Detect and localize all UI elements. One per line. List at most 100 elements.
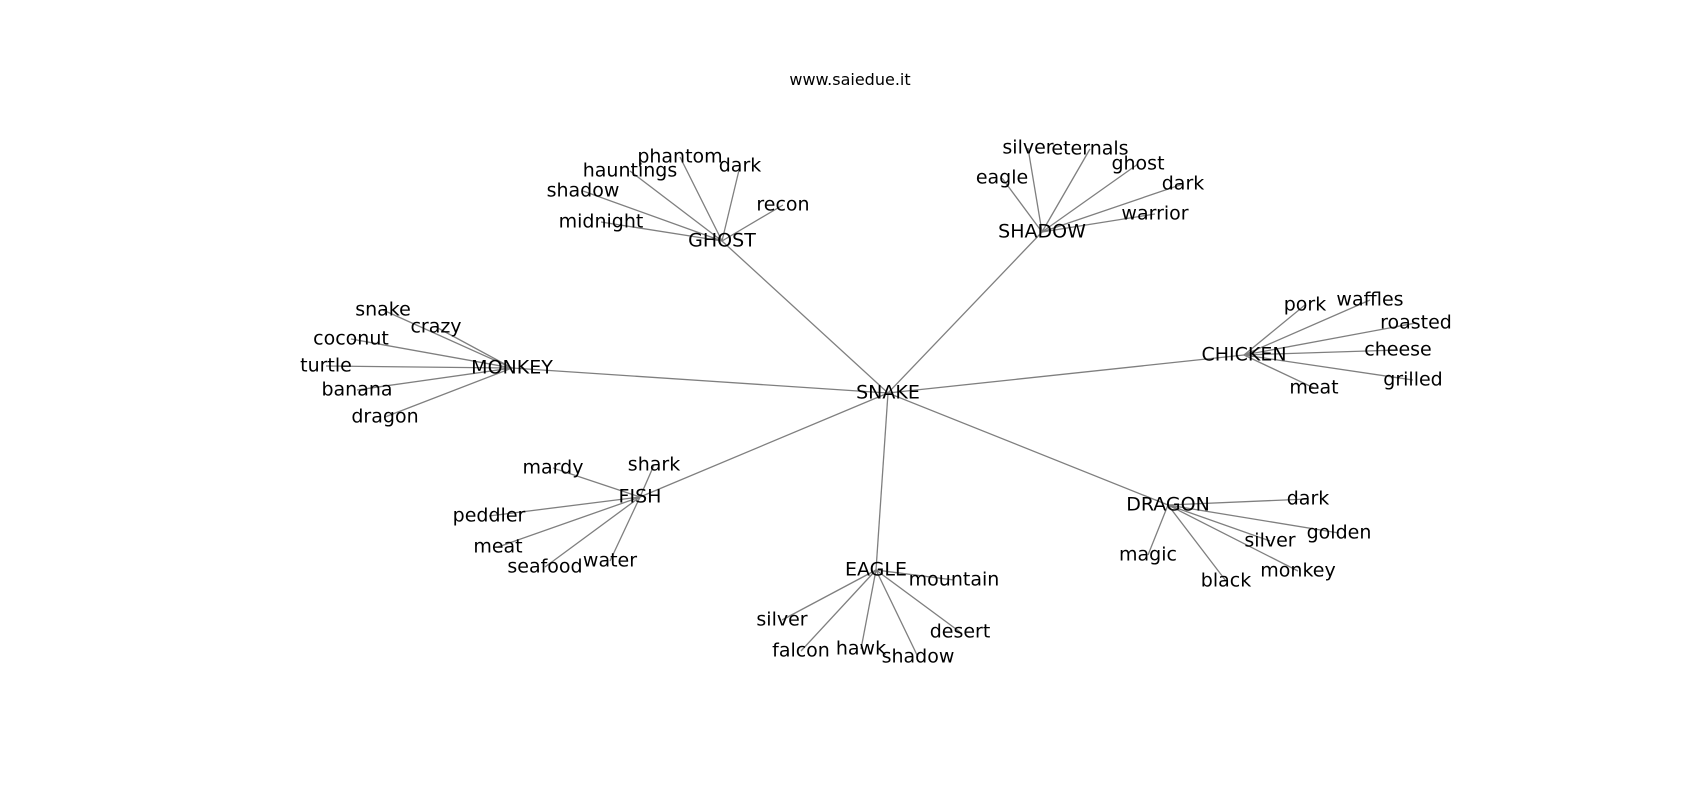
edge-fish-mardy: [552, 467, 641, 498]
leaf-node-shadow-eagle: eagle: [976, 167, 1028, 189]
leaf-node-ghost-phantom: phantom: [637, 146, 722, 168]
leaf-node-shadow-eternals: eternals: [1051, 138, 1128, 160]
edge-shadow-eternals: [1041, 148, 1091, 233]
edge-monkey-turtle: [325, 365, 513, 369]
leaf-node-shadow-dark: dark: [1162, 173, 1205, 195]
hub-node-dragon: DRAGON: [1126, 494, 1210, 516]
leaf-node-dragon-monkey: monkey: [1260, 560, 1335, 582]
edge-ghost-shadow: [582, 190, 723, 242]
leaf-node-chicken-pork: pork: [1284, 294, 1327, 316]
leaf-node-monkey-crazy: crazy: [410, 316, 461, 338]
leaf-node-chicken-cheese: cheese: [1364, 339, 1431, 361]
labels-layer: SNAKEGHOSTphantomdarkhauntingsshadowreco…: [300, 137, 1452, 668]
leaf-node-shadow-silver: silver: [1002, 137, 1053, 159]
edge-shadow-silver: [1027, 147, 1043, 233]
leaf-node-ghost-dark: dark: [719, 155, 762, 177]
leaf-node-fish-peddler: peddler: [453, 505, 526, 527]
leaf-node-chicken-grilled: grilled: [1383, 369, 1442, 391]
leaf-node-chicken-roasted: roasted: [1380, 312, 1452, 334]
leaf-node-fish-water: water: [583, 550, 637, 572]
edge-eagle-falcon: [800, 569, 877, 652]
leaf-node-monkey-banana: banana: [321, 379, 392, 401]
leaf-node-eagle-silver: silver: [756, 609, 807, 631]
edge-eagle-mountain: [875, 569, 955, 581]
edge-fish-peddler: [488, 496, 641, 517]
edge-shadow-eagle: [1001, 177, 1043, 233]
edge-center-chicken: [887, 354, 1245, 394]
edge-chicken-waffles: [1243, 299, 1371, 356]
hub-node-eagle: EAGLE: [845, 559, 907, 581]
edge-center-eagle: [875, 392, 889, 571]
leaf-node-dragon-silver: silver: [1244, 530, 1295, 552]
hub-node-chicken: CHICKEN: [1201, 344, 1286, 366]
leaf-node-monkey-dragon: dragon: [351, 406, 418, 428]
leaf-node-eagle-shadow: shadow: [882, 646, 955, 668]
leaf-node-eagle-desert: desert: [930, 621, 991, 643]
edge-shadow-warrior: [1041, 213, 1156, 233]
edge-fish-water: [609, 496, 641, 562]
edge-chicken-cheese: [1243, 349, 1399, 356]
edge-center-fish: [639, 392, 889, 498]
leaf-node-shadow-warrior: warrior: [1121, 203, 1188, 225]
leaf-node-eagle-falcon: falcon: [772, 640, 830, 662]
edge-shadow-ghost: [1041, 163, 1139, 233]
edge-fish-seafood: [544, 496, 641, 568]
edge-monkey-dragon: [384, 367, 513, 418]
hub-node-monkey: MONKEY: [471, 357, 553, 379]
edge-dragon-magic: [1147, 504, 1169, 556]
edge-eagle-shadow: [875, 569, 919, 658]
edge-monkey-crazy: [435, 326, 513, 369]
edge-chicken-grilled: [1243, 354, 1414, 381]
leaf-node-dragon-dark: dark: [1287, 488, 1330, 510]
leaf-node-ghost-midnight: midnight: [559, 211, 644, 233]
edge-dragon-silver: [1167, 504, 1271, 542]
edge-shadow-dark: [1041, 183, 1184, 233]
site-caption: www.saiedue.it: [789, 70, 911, 89]
hub-node-shadow: SHADOW: [998, 221, 1086, 243]
edge-fish-meat: [497, 496, 641, 548]
edge-chicken-meat: [1243, 354, 1315, 389]
edge-dragon-black: [1167, 504, 1227, 582]
edge-eagle-silver: [781, 569, 877, 621]
edge-dragon-monkey: [1167, 504, 1299, 572]
leaf-node-chicken-waffles: waffles: [1336, 289, 1403, 311]
leaf-node-ghost-recon: recon: [756, 194, 809, 216]
edge-center-shadow: [887, 231, 1043, 394]
edge-center-ghost: [721, 240, 889, 394]
center-node-label: SNAKE: [856, 382, 920, 404]
edge-ghost-recon: [721, 204, 784, 242]
edge-center-dragon: [887, 392, 1169, 506]
leaf-node-fish-shark: shark: [628, 454, 680, 476]
hub-node-ghost: GHOST: [688, 230, 756, 252]
leaf-node-fish-mardy: mardy: [523, 457, 584, 479]
edge-ghost-phantom: [679, 156, 723, 242]
edge-ghost-hauntings: [629, 170, 723, 242]
leaf-node-dragon-magic: magic: [1119, 544, 1177, 566]
edge-monkey-coconut: [350, 338, 513, 369]
edge-dragon-golden: [1167, 504, 1340, 534]
edges-layer: [325, 147, 1417, 658]
edge-chicken-pork: [1243, 304, 1306, 356]
edge-fish-shark: [639, 464, 655, 498]
leaf-node-chicken-meat: meat: [1289, 377, 1338, 399]
hub-node-fish: FISH: [619, 486, 662, 508]
leaf-node-monkey-turtle: turtle: [300, 355, 352, 377]
edge-monkey-snake: [382, 309, 513, 369]
leaf-node-eagle-mountain: mountain: [909, 569, 1000, 591]
edge-monkey-banana: [356, 367, 513, 391]
leaf-node-ghost-hauntings: hauntings: [583, 160, 678, 182]
leaf-node-ghost-shadow: shadow: [547, 180, 620, 202]
leaf-node-fish-meat: meat: [473, 536, 522, 558]
leaf-node-dragon-black: black: [1201, 570, 1251, 592]
edge-dragon-dark: [1167, 498, 1309, 506]
edge-eagle-hawk: [860, 569, 877, 650]
edge-ghost-midnight: [600, 221, 723, 242]
leaf-node-monkey-coconut: coconut: [313, 328, 389, 350]
edge-eagle-desert: [875, 569, 961, 633]
edge-ghost-dark: [721, 165, 741, 242]
leaf-node-eagle-hawk: hawk: [836, 638, 886, 660]
leaf-node-monkey-snake: snake: [355, 299, 411, 321]
leaf-node-dragon-golden: golden: [1307, 522, 1372, 544]
edge-center-monkey: [511, 367, 889, 394]
